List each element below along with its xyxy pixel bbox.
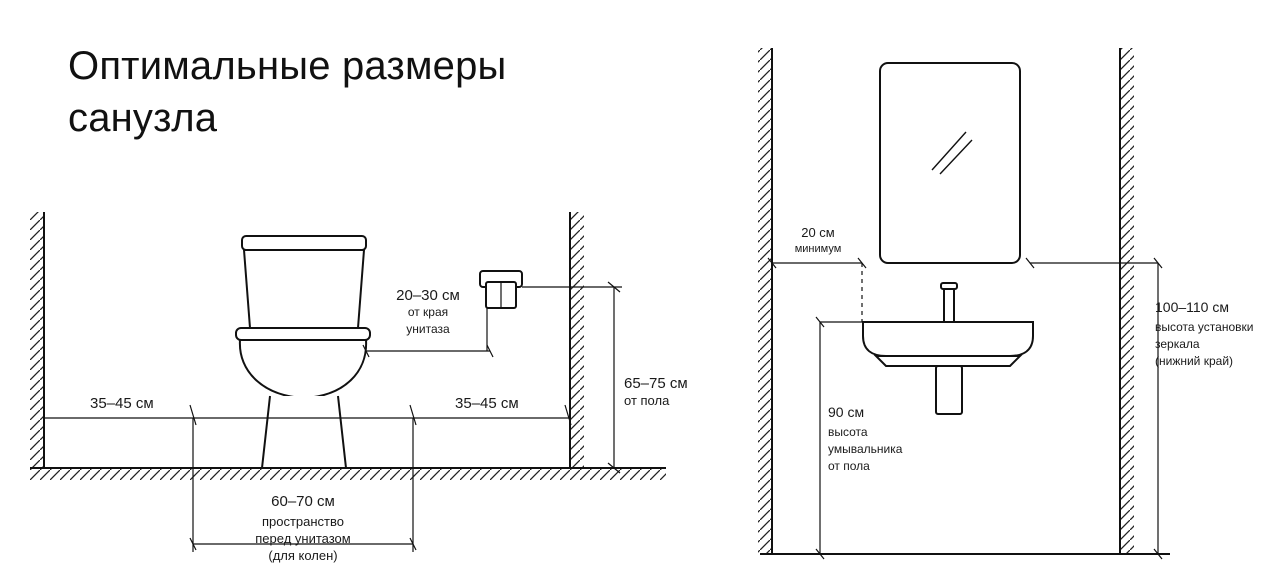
front-space-line-3: (для колен)	[268, 548, 338, 563]
sink-right-wall	[1119, 48, 1134, 554]
sink-dimension-lines	[767, 257, 1163, 560]
mirror-height-line-3: (нижний край)	[1155, 354, 1234, 368]
front-space-line-2: перед унитазом	[255, 531, 351, 546]
sink-height-line-2: умывальника	[828, 442, 903, 456]
sink-height-value: 90 см	[828, 404, 865, 420]
mirror-height-label: 100–110 см высота установки зеркала (ниж…	[1155, 299, 1253, 370]
front-space-label: 60–70 см пространство перед унитазом (дл…	[255, 493, 350, 564]
toilet-diagram	[30, 212, 666, 552]
paper-offset-line-2: унитаза	[406, 322, 450, 336]
front-space-value: 60–70 см	[271, 493, 335, 510]
sink-height-line-1: высота	[828, 425, 868, 439]
wall-offset-value: 20 см	[801, 225, 835, 240]
sink-diagram	[758, 48, 1170, 560]
mirror-height-line-2: зеркала	[1155, 337, 1200, 351]
front-space-line-1: пространство	[261, 514, 345, 529]
side-clearance-left-label: 35–45 см	[90, 395, 154, 412]
mirror	[879, 62, 1021, 264]
title-line-2: санузла	[68, 96, 218, 140]
paper-height-line-1: от пола	[624, 393, 670, 408]
washbasin	[862, 282, 1034, 415]
wall-offset-label: 20 см минимум	[795, 224, 842, 258]
paper-height-value: 65–75 см	[624, 375, 688, 392]
mirror-height-value: 100–110 см	[1155, 299, 1229, 315]
mirror-height-line-1: высота установки	[1155, 320, 1254, 334]
toilet	[235, 235, 371, 469]
paper-offset-line-1: от края	[407, 305, 449, 319]
toilet-dimension-lines	[43, 281, 622, 552]
right-wall	[569, 212, 584, 468]
wall-offset-line-1: минимум	[794, 243, 842, 255]
paper-height-label: 65–75 см от пола	[624, 375, 688, 409]
left-wall	[30, 212, 45, 468]
floor	[30, 467, 666, 480]
sink-height-label: 90 см высота умывальника от пола	[828, 404, 902, 475]
sink-left-wall	[758, 48, 773, 554]
page-title: Оптимальные размеры санузла	[68, 40, 507, 144]
paper-offset-label: 20–30 см от края унитаза	[396, 287, 460, 338]
title-line-1: Оптимальные размеры	[68, 44, 507, 88]
paper-holder	[479, 270, 523, 309]
side-clearance-right-label: 35–45 см	[455, 395, 519, 412]
sink-height-line-3: от пола	[828, 459, 870, 473]
paper-offset-value: 20–30 см	[396, 287, 460, 304]
